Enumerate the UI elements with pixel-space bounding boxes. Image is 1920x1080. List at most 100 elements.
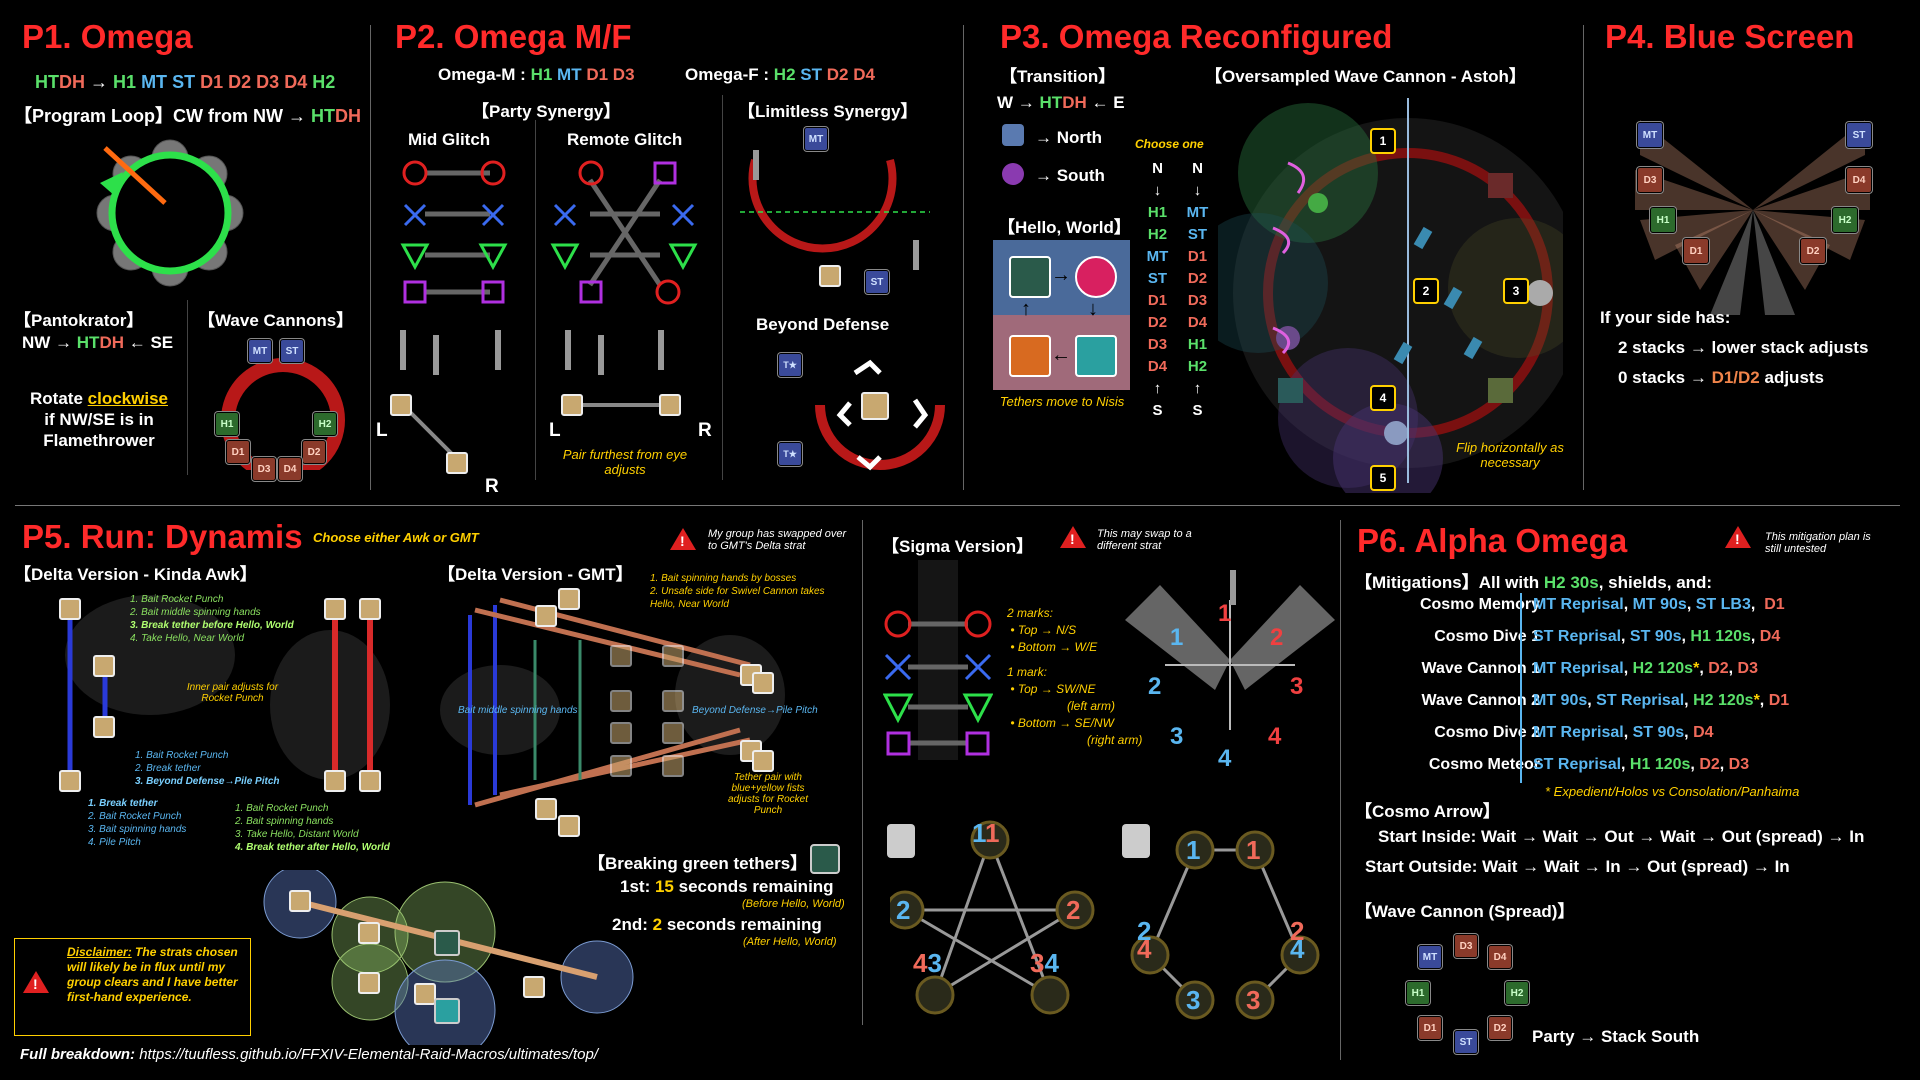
gmt-g1 — [610, 645, 632, 667]
limitless-diagram — [740, 150, 930, 270]
sigma-title: 【Sigma Version】 — [882, 537, 1034, 556]
mitigation-item: , — [1684, 724, 1694, 741]
mitigation-item: ST Reprisal — [1533, 628, 1622, 645]
pair-furthest-note: Pair furthest from eye adjusts — [562, 447, 688, 477]
gmt-g3 — [610, 690, 632, 712]
wave-marker-1: 1 — [1370, 128, 1396, 154]
mitigation-item: MT Reprisal — [1533, 596, 1624, 613]
mitigation-separator — [1520, 593, 1522, 783]
delta-awk-diagram — [65, 595, 390, 780]
tether-p1 — [289, 890, 311, 912]
mitigation-item: , — [1728, 660, 1738, 677]
mitigation-item: D2 — [1708, 660, 1729, 677]
break-second: 2nd: 2 seconds remaining — [612, 915, 822, 934]
p6-title: P6. Alpha Omega — [1357, 522, 1628, 559]
mit-name: Cosmo Dive 2 — [1434, 724, 1540, 741]
gmt-g5 — [610, 722, 632, 744]
mitigation-item: ST Reprisal — [1533, 756, 1622, 773]
sigma-num-2: 2 — [1270, 624, 1284, 651]
sigma-rules: 2 marks: • Top → N/S • Bottom → W/E 1 ma… — [1007, 606, 1143, 747]
role-H1: H1 — [215, 412, 239, 436]
tethers-note: Tethers move to Nisis — [999, 394, 1125, 409]
p6-ST: ST — [1454, 1030, 1478, 1054]
beyond-defense-title: Beyond Defense — [756, 315, 890, 334]
mitigation-item: MT Reprisal — [1533, 724, 1624, 741]
awk-p5 — [324, 598, 346, 620]
mitigation-row: ST Reprisal, H1 120s, D2, D3 — [1533, 753, 1903, 785]
awk-inner-note: Inner pair adjusts for Rocket Punch — [186, 682, 279, 704]
p5-warning-text: My group has swapped over to GMT's Delta… — [708, 528, 847, 552]
mit-name: Wave Cannon 1 — [1421, 660, 1540, 677]
oversampled-arena — [1218, 98, 1563, 493]
beyond-player — [861, 392, 889, 420]
tether-p2 — [358, 922, 380, 944]
mitigation-item: , — [1623, 596, 1633, 613]
remote-R-label: R — [698, 420, 712, 441]
cosmo-arrow-title: 【Cosmo Arrow】 — [1355, 802, 1500, 821]
mid-L-label: L — [376, 420, 388, 441]
awk-p7 — [324, 770, 346, 792]
mitigation-item: , — [1759, 692, 1769, 709]
gmt-p1 — [535, 605, 557, 627]
mitigation-item: ST LB3 — [1695, 596, 1751, 613]
gmt-g7 — [610, 755, 632, 777]
full-breakdown-link[interactable]: https://tuufless.github.io/FFXIV-Element… — [139, 1046, 598, 1063]
mitigation-item: D2 — [1699, 756, 1720, 773]
gmt-p6 — [752, 672, 774, 694]
p4-D4: D4 — [1846, 167, 1872, 193]
p4-H2: H2 — [1832, 207, 1858, 233]
p4-D1: D1 — [1683, 238, 1709, 264]
remote-glitch-player-1 — [561, 394, 583, 416]
choose-one-note: Choose one — [1135, 137, 1204, 151]
mitigation-item: , — [1621, 628, 1630, 645]
awk-p6 — [359, 598, 381, 620]
role-ST: ST — [280, 339, 304, 363]
disclaimer-box: Disclaimer: The strats chosen will likel… — [14, 938, 251, 1036]
p4-zero-stacks: 0 stacks → D1/D2 adjusts — [1618, 368, 1825, 387]
sigma-num-2b: 2 — [1148, 673, 1162, 700]
sigma-markers — [883, 560, 993, 760]
north-label: → North — [1035, 128, 1103, 147]
north-marker-icon — [1002, 124, 1024, 146]
mitigation-item: ST 90s — [1632, 724, 1685, 741]
party-stack-south: Party → Stack South — [1532, 1027, 1700, 1046]
mitigation-item: , — [1681, 628, 1691, 645]
delta-awk-title: 【Delta Version - Kinda Awk】 — [14, 565, 257, 584]
gmt-g2 — [662, 645, 684, 667]
mitigation-item: MT 90s — [1533, 692, 1588, 709]
p6-H1: H1 — [1406, 981, 1430, 1005]
wave-cannons-title: 【Wave Cannons】 — [198, 311, 354, 330]
pentagram-right — [1130, 830, 1320, 1020]
role-D4: D4 — [278, 457, 302, 481]
role-H2: H2 — [313, 412, 337, 436]
mit-name: Cosmo Meteor — [1428, 756, 1540, 773]
program-loop-diagram — [96, 139, 244, 287]
mid-glitch-player-1 — [390, 394, 412, 416]
break-second-note: (After Hello, World) — [743, 936, 837, 948]
glitch-positions — [400, 330, 670, 462]
south-marker-icon — [1002, 163, 1024, 185]
mitigation-footnote: * Expedient/Holos vs Consolation/Panhaim… — [1545, 784, 1800, 799]
mitigation-item: , — [1699, 660, 1709, 677]
limitless-ST: ST — [865, 270, 889, 294]
p1-title: P1. Omega — [22, 18, 193, 55]
mitigation-item: , — [1750, 596, 1765, 613]
penta2-t1: 1 — [1186, 835, 1201, 865]
penta1-bl: 43 — [913, 948, 942, 978]
p2-title: P2. Omega M/F — [395, 18, 632, 55]
gmt-p2 — [558, 588, 580, 610]
sigma-warning-icon — [1060, 526, 1086, 548]
mitigation-item: H2 120s — [1632, 660, 1694, 677]
mit-name: Wave Cannon 2 — [1421, 692, 1540, 709]
limitless-title: 【Limitless Synergy】 — [738, 102, 918, 121]
gmt-g8 — [662, 755, 684, 777]
breaking-green-title: 【Breaking green tethers】 — [588, 854, 808, 873]
mitigation-item: D1 — [1764, 596, 1785, 613]
mid-R-label: R — [485, 476, 499, 497]
gmt-tether-note: Tether pair with blue+yellow fists adjus… — [727, 772, 809, 816]
